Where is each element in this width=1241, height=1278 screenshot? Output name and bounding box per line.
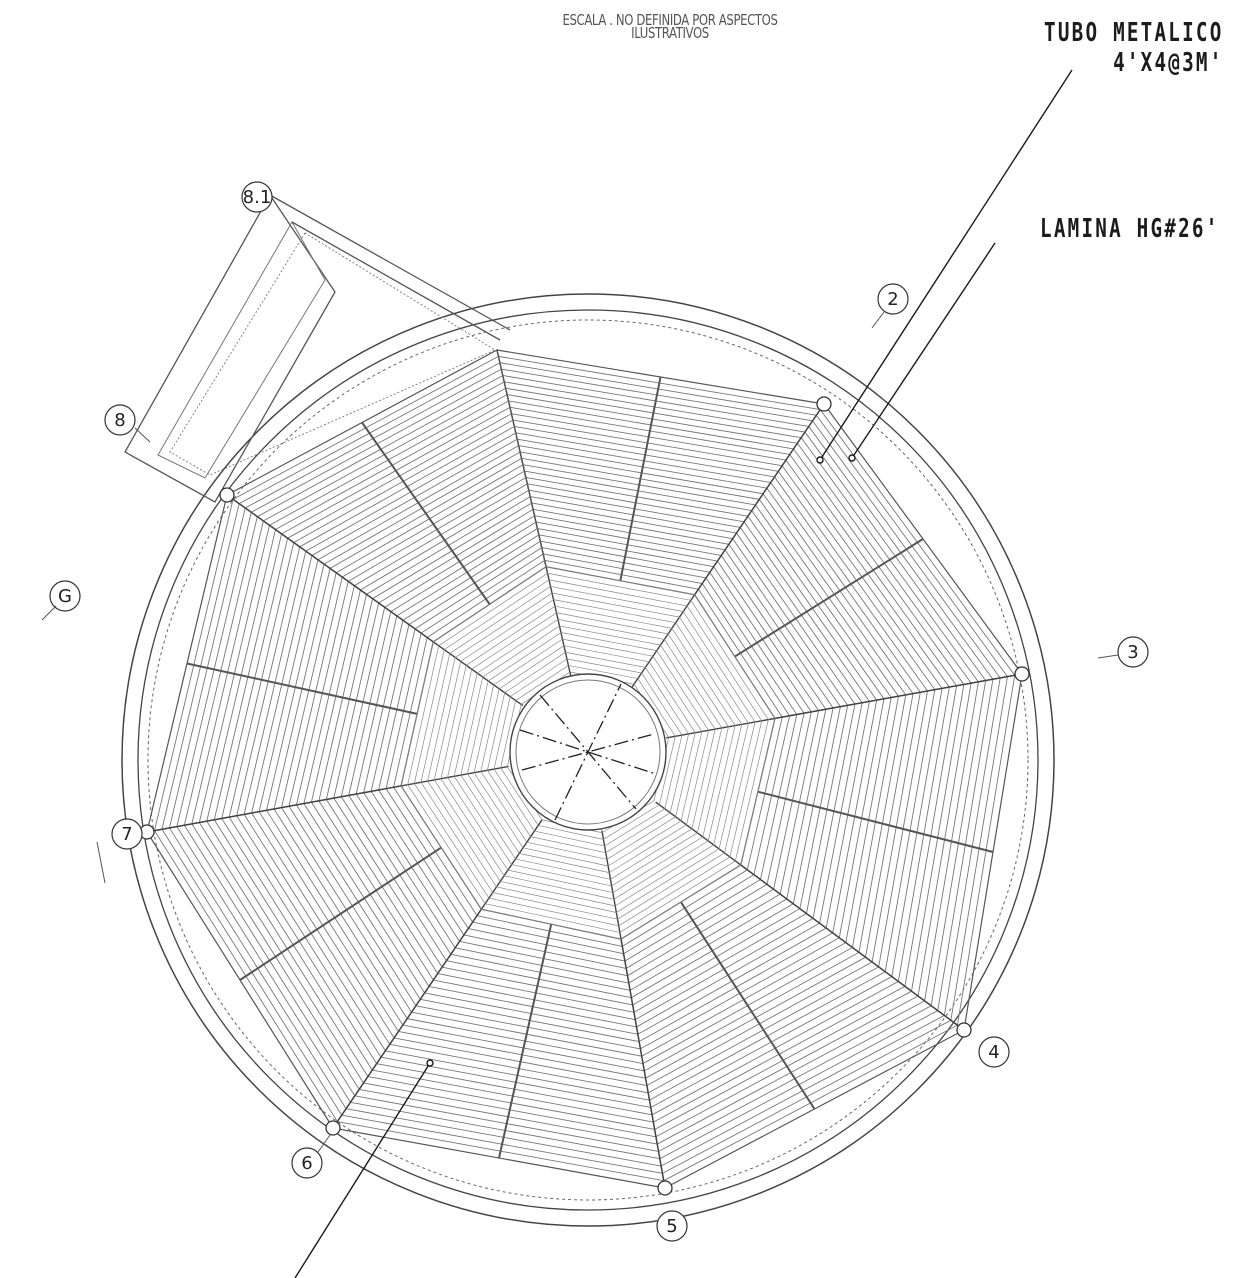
bottom-leader-dot xyxy=(426,1059,434,1067)
axis-marker-2: 2 xyxy=(871,283,909,329)
roof-panels xyxy=(146,349,1024,1189)
lamina-callout: LAMINA HG#26' xyxy=(1039,214,1219,244)
tubo-callout-line1: TUBO METALICO xyxy=(1043,18,1223,48)
inner-band-panel-2 xyxy=(633,594,776,738)
axis-marker-8-1: 8.1 xyxy=(241,181,273,213)
roof-panel-4 xyxy=(620,801,966,1189)
tubo-callout: TUBO METALICO 4'X4@3M' xyxy=(1044,18,1223,78)
axis-8-1-label: 8.1 xyxy=(243,187,272,208)
tubo-leader-dot xyxy=(816,456,824,464)
inner-roof-band xyxy=(400,566,776,940)
outer-ring-outer xyxy=(121,293,1055,1227)
axis-marker-6: 6 xyxy=(291,1134,331,1179)
skylight-axes xyxy=(519,683,657,821)
axis-8-label: 8 xyxy=(114,410,125,431)
axis-marker-4: 4 xyxy=(978,1036,1010,1068)
inner-band-panel-6 xyxy=(400,766,543,910)
roof-panel-5 xyxy=(331,830,666,1189)
scale-note: ESCALA . NO DEFINIDA POR ASPECTOS ILUSTR… xyxy=(537,11,802,42)
axis-3-label: 3 xyxy=(1127,642,1138,663)
dotted-ring xyxy=(147,319,1029,1201)
annex-room xyxy=(124,193,511,503)
tubo-leader xyxy=(819,69,1073,461)
inner-band-panel-3 xyxy=(653,718,776,866)
lamina-leader-dot xyxy=(848,454,856,462)
roof-panel-3 xyxy=(665,673,1023,1032)
axis-7-label: 7 xyxy=(121,824,132,845)
scale-note-line2: ILUSTRATIVOS xyxy=(631,24,709,42)
roof-panel-2 xyxy=(629,402,1024,720)
roof-panel-1 xyxy=(496,349,826,680)
scale-note-line1: ESCALA . NO DEFINIDA POR ASPECTOS xyxy=(562,11,778,29)
axis-marker-7: 7 xyxy=(96,818,143,884)
axis-6-label: 6 xyxy=(301,1153,312,1174)
axis-marker-5: 5 xyxy=(656,1210,688,1242)
axis-marker-g: G xyxy=(41,580,81,621)
inner-band-panel-5 xyxy=(481,819,622,940)
axis-4-label: 4 xyxy=(988,1042,999,1063)
column-markers xyxy=(139,396,1030,1196)
outer-ring-inner xyxy=(137,309,1039,1211)
tubo-callout-line2: 4'X4@3M' xyxy=(1112,48,1223,78)
axis-g-label: G xyxy=(58,586,72,607)
skylight-inner-ring xyxy=(515,679,661,825)
roof-panel-7 xyxy=(146,493,509,833)
inner-band-panel-8 xyxy=(433,566,571,705)
roof-panel-8 xyxy=(225,349,547,707)
inner-band-panel-4 xyxy=(602,800,741,940)
axis-marker-8: 8 xyxy=(104,404,151,443)
lamina-leader xyxy=(851,242,996,459)
grid-axis-markers: 8.1 8 2 3 4 5 6 xyxy=(41,181,1149,1242)
axis-2-label: 2 xyxy=(887,289,898,310)
callout-leaders xyxy=(294,69,1073,1278)
bottom-leader xyxy=(294,1062,431,1278)
roof-panel-6 xyxy=(146,785,543,1130)
axis-marker-3: 3 xyxy=(1097,636,1149,668)
inner-band-panel-7 xyxy=(400,641,522,786)
axis-5-label: 5 xyxy=(666,1216,677,1237)
